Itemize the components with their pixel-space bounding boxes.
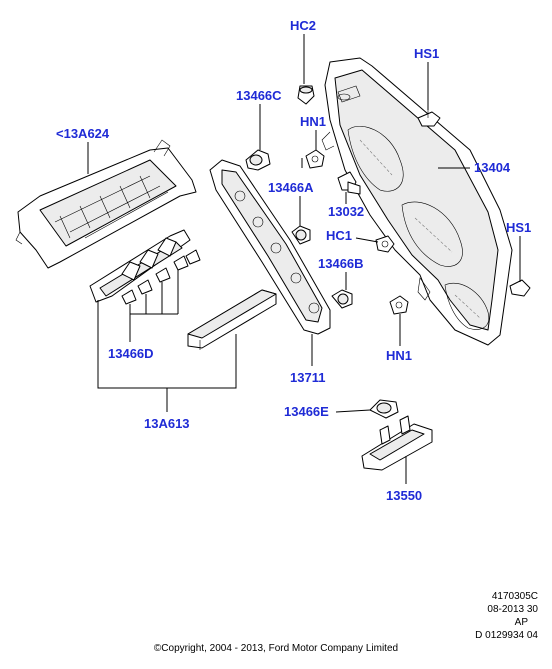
nut-hn1-bottom (389, 295, 409, 346)
callout-13550[interactable]: 13550 (386, 488, 422, 503)
callout-hc2[interactable]: HC2 (290, 18, 316, 33)
callout-13711[interactable]: 13711 (290, 370, 325, 385)
doc-id: D 0129934 04 (475, 630, 538, 641)
copyright-notice: ©Copyright, 2004 - 2013, Ford Motor Comp… (153, 643, 399, 654)
callout-hn1-bottom[interactable]: HN1 (386, 348, 412, 363)
callout-13466b[interactable]: 13466B (318, 256, 364, 271)
bulb-13466c (245, 104, 271, 171)
reflector-13711 (209, 159, 331, 366)
screw-hs1-right (509, 236, 531, 297)
bolt-13032 (337, 171, 361, 204)
callout-13466a[interactable]: 13466A (268, 180, 314, 195)
stop-lamp-housing (321, 57, 513, 346)
callout-13a624[interactable]: <13A624 (56, 126, 110, 141)
market-code: AP (514, 617, 528, 628)
screw-hs1-top (417, 62, 441, 127)
footer-meta: 4170305C 08-2013 30 AP D 0129934 04 (475, 590, 538, 642)
callout-13466c[interactable]: 13466C (236, 88, 282, 103)
callout-13466e[interactable]: 13466E (284, 404, 329, 419)
bracket-13a624 (15, 139, 197, 269)
light-bar (187, 289, 277, 350)
clip-hc1 (355, 235, 395, 253)
callout-13404[interactable]: 13404 (474, 160, 511, 175)
bulb-13466b (331, 272, 353, 309)
ref-code: 4170305C (491, 591, 538, 602)
callout-hs1-right[interactable]: HS1 (506, 220, 531, 235)
callout-13a613[interactable]: 13A613 (144, 416, 190, 431)
callout-hs1-top[interactable]: HS1 (414, 46, 439, 61)
group-13a613-leader (97, 300, 237, 412)
bulb-holder-13466d (89, 229, 201, 342)
callout-hc1[interactable]: HC1 (326, 228, 352, 243)
date-code: 08-2013 30 (487, 604, 538, 615)
nut-hn1-top (305, 130, 325, 169)
lamp-13550 (361, 415, 433, 484)
bulb-13466a (291, 196, 311, 245)
clip-hc2 (297, 34, 315, 105)
callout-13466d[interactable]: 13466D (108, 346, 154, 361)
callout-13032[interactable]: 13032 (328, 204, 364, 219)
callout-hn1-top[interactable]: HN1 (300, 114, 326, 129)
bulb-13466e (335, 399, 399, 419)
